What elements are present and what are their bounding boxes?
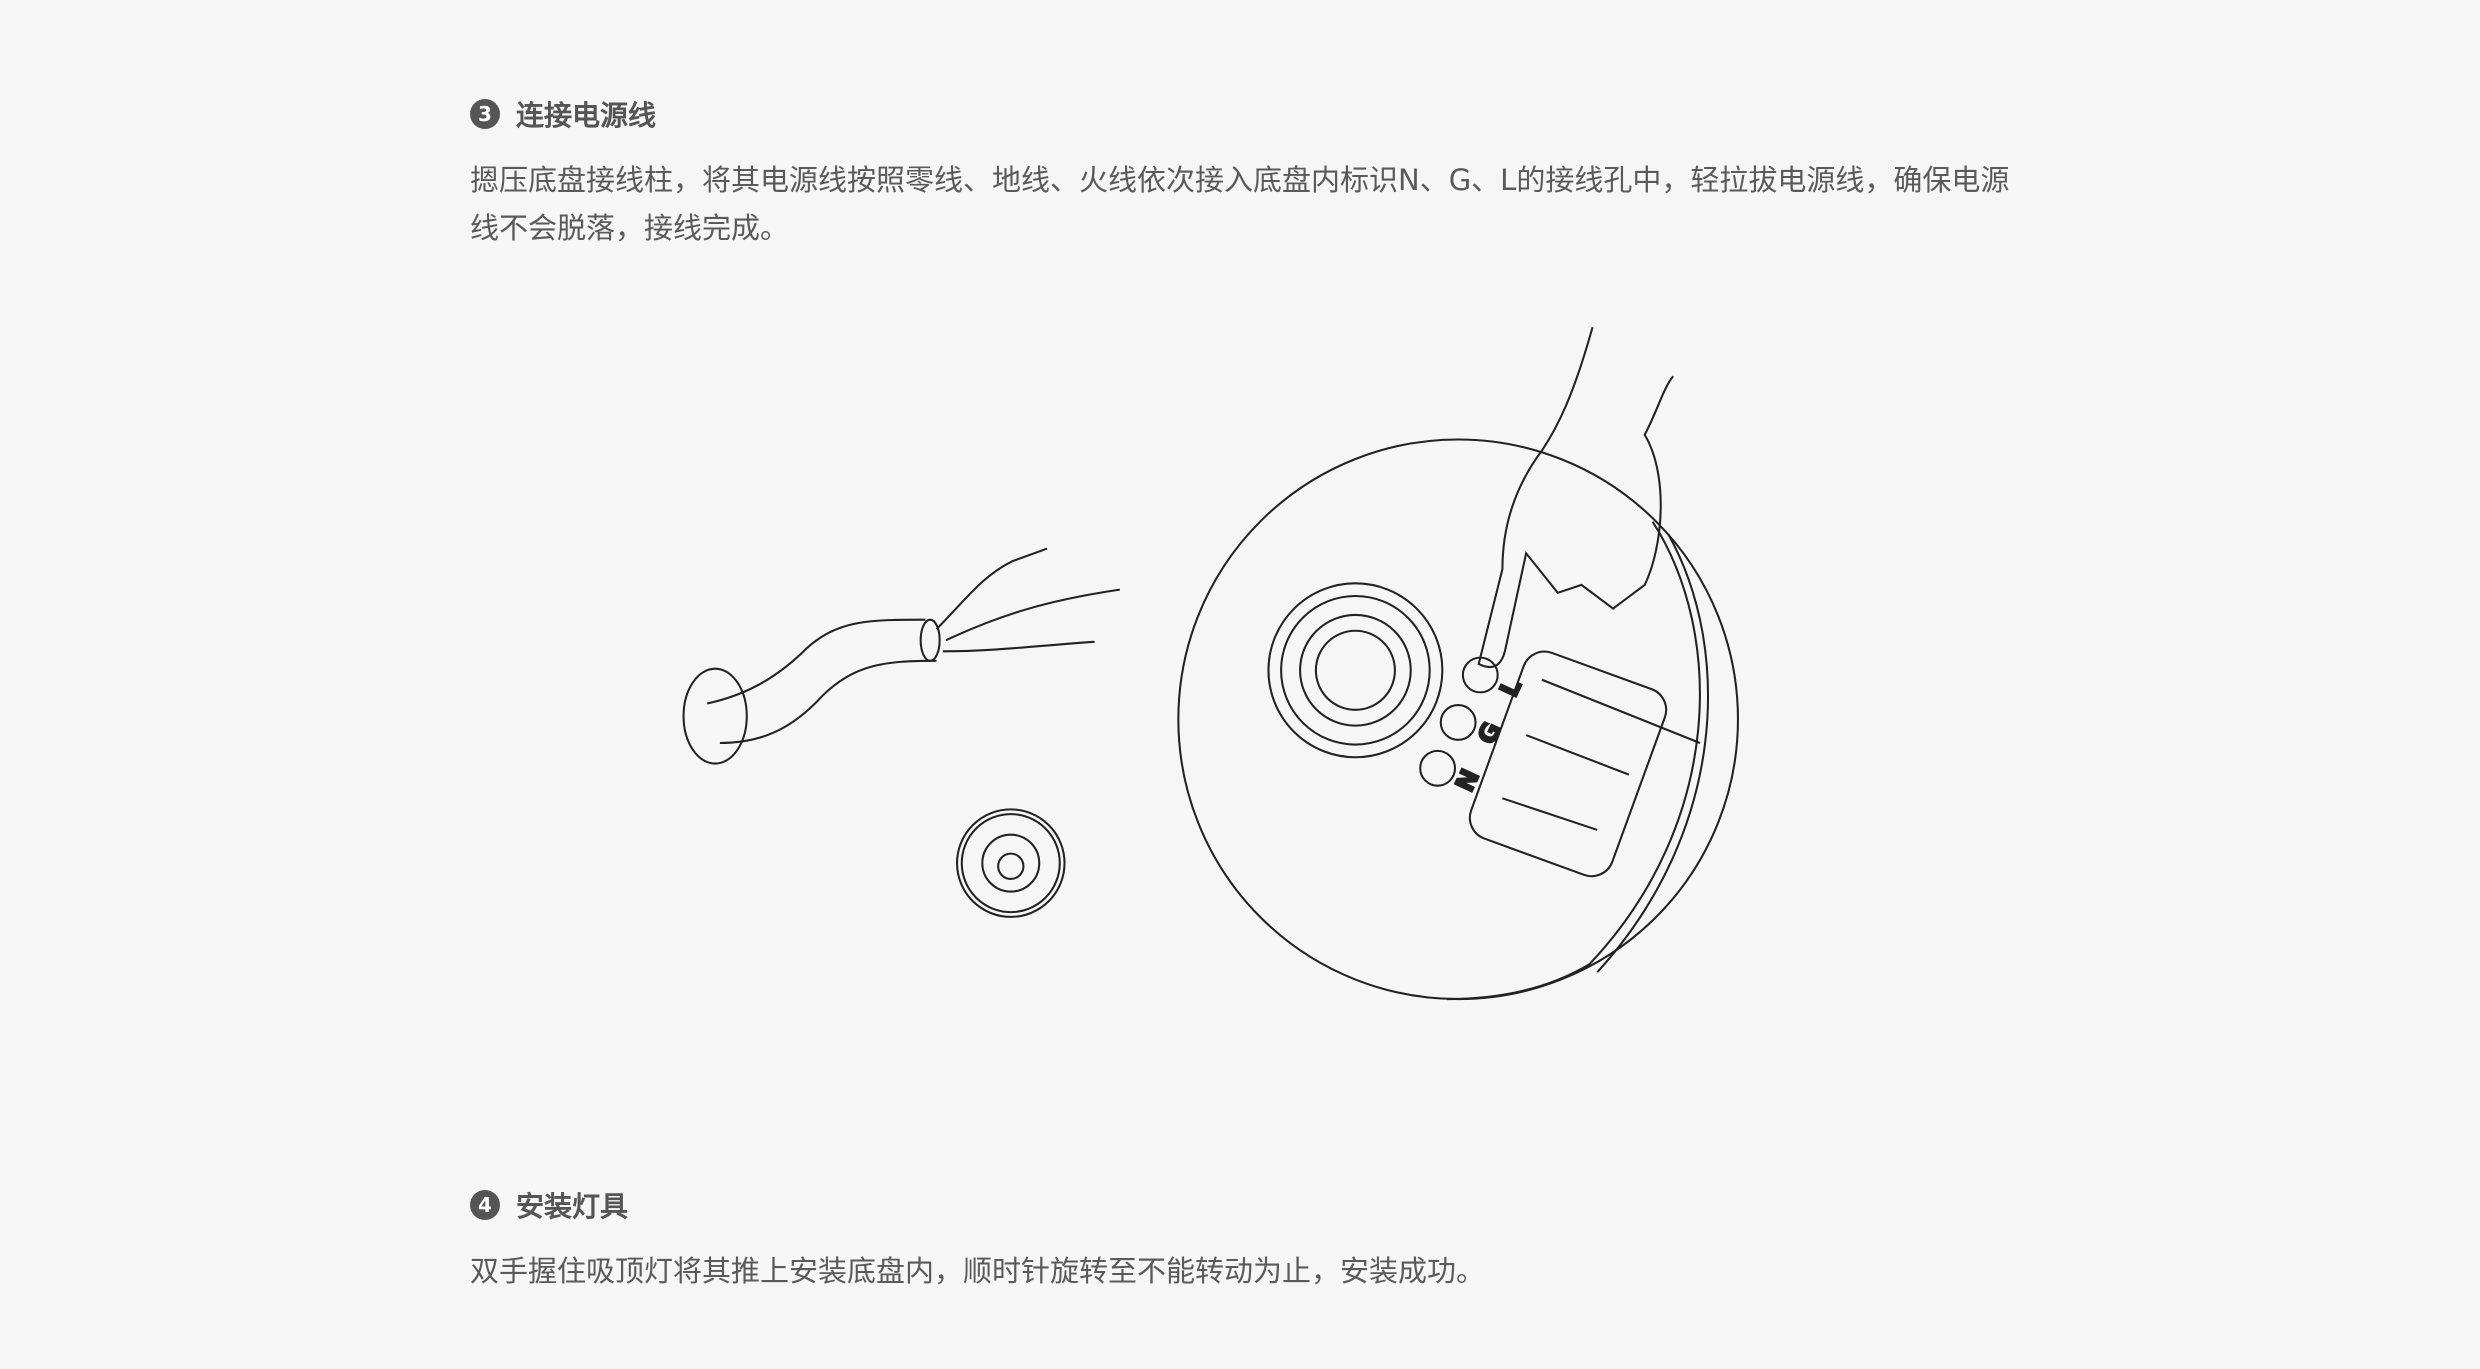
step-title: 连接电源线 — [516, 99, 657, 132]
step-number-badge: 3 — [470, 99, 500, 129]
step-number-badge: 4 — [470, 1190, 500, 1220]
step-3: 3 连接电源线 摁压底盘接线柱，将其电源线按照零线、地线、火线依次接入底盘内标识… — [470, 94, 2030, 252]
terminal-detail-drawing — [1177, 326, 1739, 1001]
terminal-label-l: L — [1494, 674, 1527, 701]
step-3-header: 3 连接电源线 — [470, 94, 2030, 134]
mounting-base-drawing — [956, 808, 1066, 918]
terminal-label-n: N — [1450, 765, 1485, 796]
step-title: 安装灯具 — [516, 1190, 629, 1223]
step-4-header: 4 安装灯具 — [470, 1185, 2030, 1225]
step-4: 4 安装灯具 双手握住吸顶灯将其推上安装底盘内，顺时针旋转至不能转动为止，安装成… — [470, 1185, 2030, 1295]
step-description: 摁压底盘接线柱，将其电源线按照零线、地线、火线依次接入底盘内标识N、G、L的接线… — [470, 163, 2010, 245]
terminal-label-g: G — [1472, 718, 1507, 749]
power-cable-drawing — [682, 547, 1121, 765]
step-description: 双手握住吸顶灯将其推上安装底盘内，顺时针旋转至不能转动为止，安装成功。 — [470, 1254, 1486, 1288]
